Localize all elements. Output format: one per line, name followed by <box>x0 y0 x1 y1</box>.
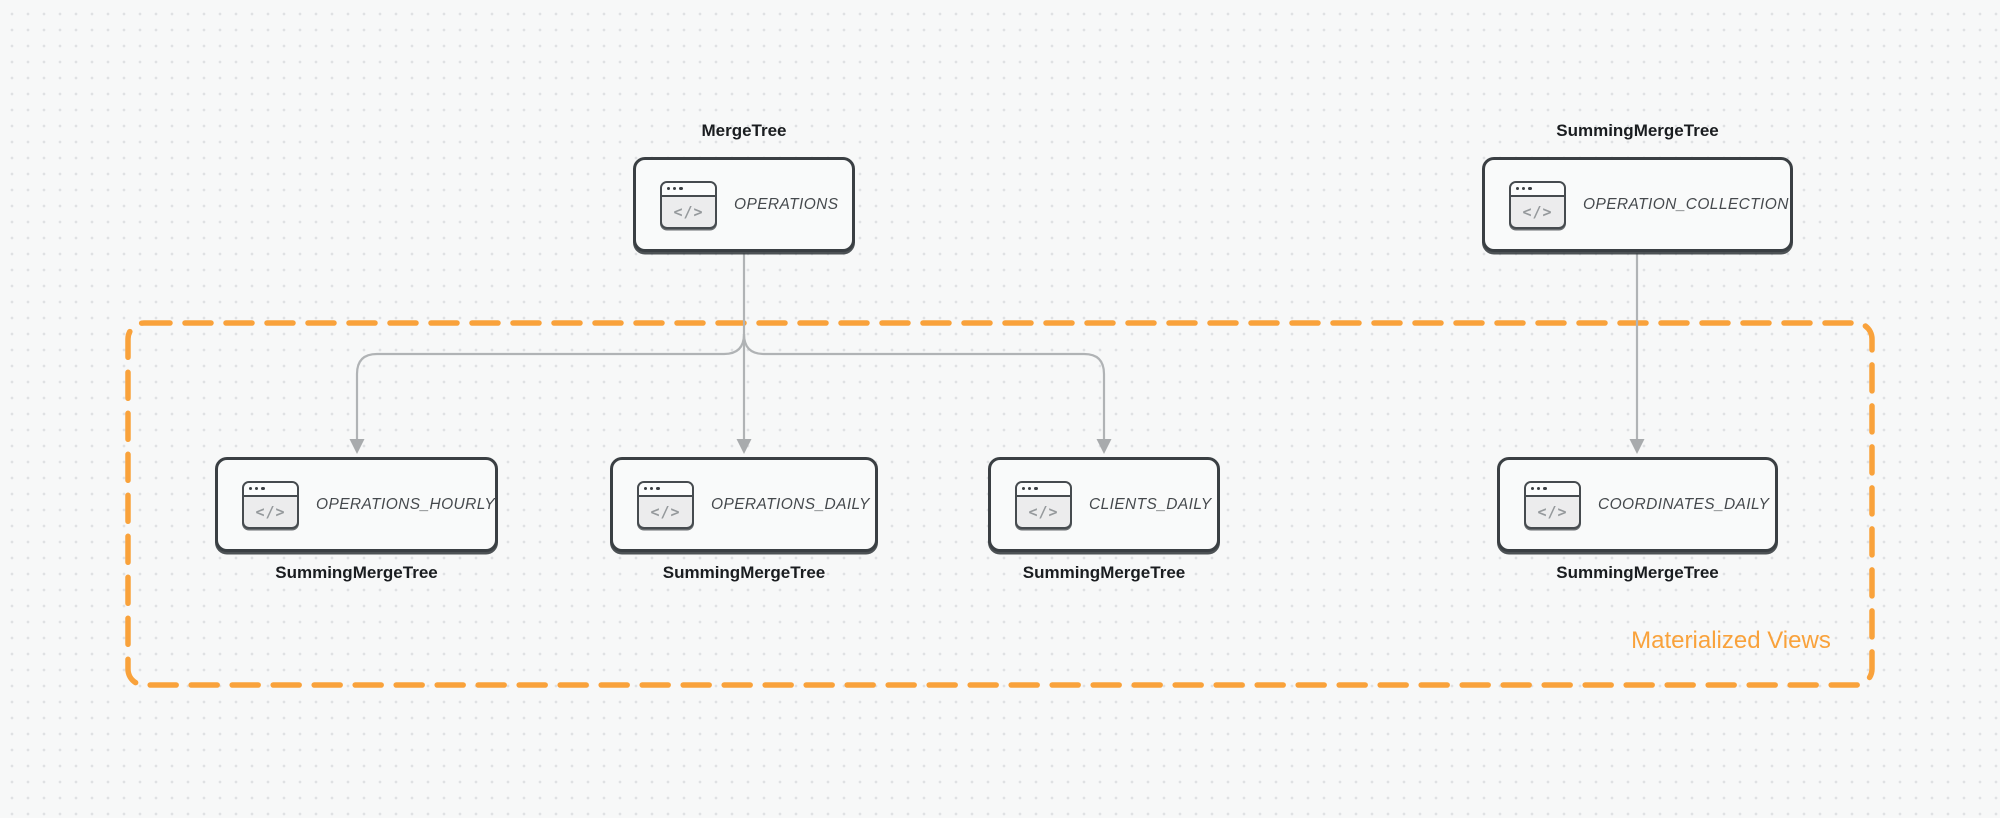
node-title-operations-daily: SummingMergeTree <box>662 563 826 582</box>
node-label-operations: OPERATIONS <box>734 195 839 213</box>
code-glyph: </> <box>650 502 681 521</box>
node-operations: </> OPERATIONS <box>633 157 855 252</box>
materialized-views-label: Materialized Views <box>1631 627 1831 654</box>
node-coordinates-daily: </> COORDINATES_DAILY <box>1497 457 1778 552</box>
window-dots <box>662 182 715 197</box>
arrowhead-clients-daily <box>1096 439 1112 454</box>
code-window-icon: </> <box>1015 480 1072 529</box>
code-glyph: </> <box>1028 502 1059 521</box>
materialized-views-group-border <box>125 320 1875 688</box>
code-glyph: </> <box>673 202 704 221</box>
code-window-icon: </> <box>1509 180 1566 229</box>
node-label-operations-hourly: OPERATIONS_HOURLY <box>316 495 496 513</box>
code-glyph: </> <box>255 502 286 521</box>
node-title-operations-hourly: SummingMergeTree <box>275 563 438 582</box>
edge-operations-to-operations-hourly <box>355 333 746 441</box>
arrowhead-operations-hourly <box>349 439 365 454</box>
code-window-icon: </> <box>1524 480 1581 529</box>
arrowhead-coordinates-daily <box>1629 439 1645 454</box>
node-operations-hourly: </> OPERATIONS_HOURLY <box>215 457 498 552</box>
node-clients-daily: </> CLIENTS_DAILY <box>988 457 1220 552</box>
code-window-icon: </> <box>637 480 694 529</box>
code-window-icon: </> <box>242 480 299 529</box>
node-title-operations: MergeTree <box>701 121 787 140</box>
node-label-clients-daily: CLIENTS_DAILY <box>1089 495 1212 513</box>
code-glyph: </> <box>1522 202 1553 221</box>
window-dots <box>1511 182 1564 197</box>
code-window-icon: </> <box>660 180 717 229</box>
node-label-coordinates-daily: COORDINATES_DAILY <box>1598 495 1770 513</box>
window-dots <box>639 482 692 497</box>
window-dots <box>1017 482 1070 497</box>
window-dots <box>244 482 297 497</box>
code-glyph: </> <box>1537 502 1568 521</box>
node-title-operation-collection: SummingMergeTree <box>1556 121 1719 140</box>
node-title-clients-daily: SummingMergeTree <box>1022 563 1186 582</box>
node-label-operations-daily: OPERATIONS_DAILY <box>711 495 870 513</box>
node-title-coordinates-daily: SummingMergeTree <box>1556 563 1719 582</box>
node-operations-daily: </> OPERATIONS_DAILY <box>610 457 878 552</box>
node-label-operation-collection: OPERATION_COLLECTION <box>1583 195 1789 213</box>
window-dots <box>1526 482 1579 497</box>
node-operation-collection: </> OPERATION_COLLECTION <box>1482 157 1793 252</box>
edge-operations-to-clients-daily <box>742 333 1106 441</box>
arrowhead-operations-daily <box>736 439 752 454</box>
